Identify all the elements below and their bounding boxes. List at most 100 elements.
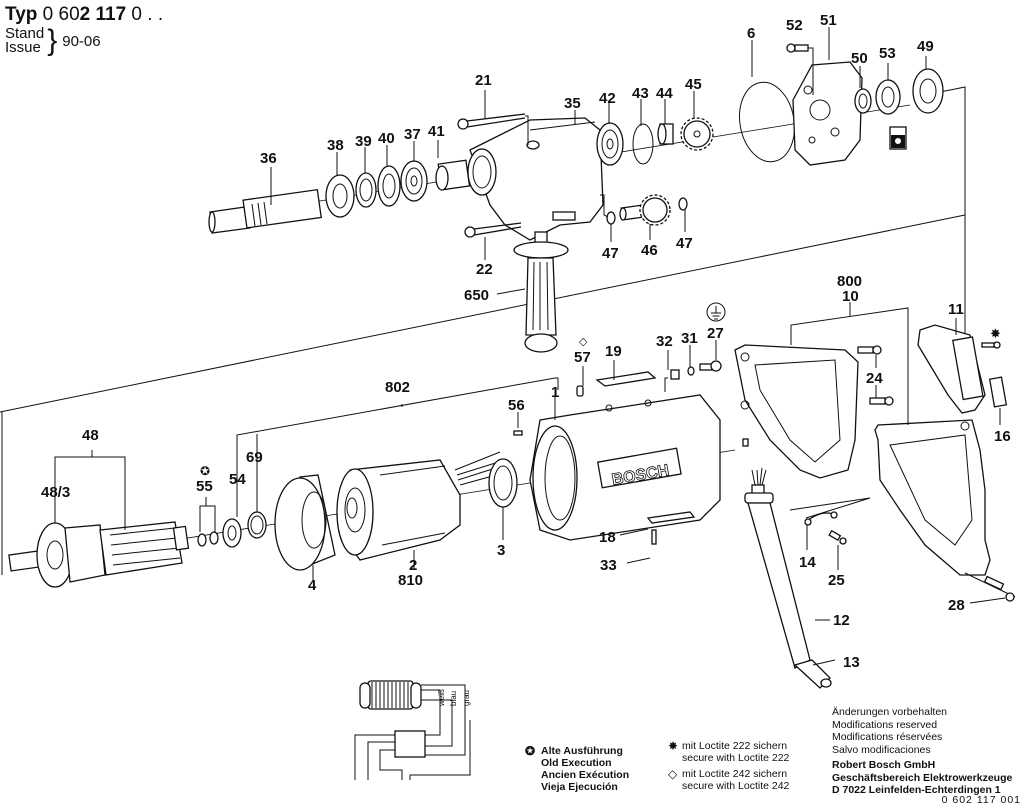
frame-line-diagonal xyxy=(0,214,966,413)
part-bearing-42 xyxy=(596,122,624,166)
part-washer-55b xyxy=(209,531,219,545)
part-bearing-54 xyxy=(222,518,242,548)
wire-label-grey: grau xyxy=(462,690,471,706)
part-screw-25 xyxy=(828,529,847,545)
part-gear-shaft-46 xyxy=(619,194,671,226)
label-19: 19 xyxy=(605,343,622,360)
switch-box-icon xyxy=(394,730,426,758)
label-802: 802 xyxy=(385,379,410,396)
label-650: 650 xyxy=(464,287,489,304)
label-46: 46 xyxy=(641,242,658,259)
label-37: 37 xyxy=(404,126,421,143)
part-field-2 xyxy=(336,451,508,561)
loctite-242-en: secure with Loctite 242 xyxy=(682,780,790,792)
label-16: 16 xyxy=(994,428,1011,445)
label-57: 57 xyxy=(574,349,591,366)
label-31: 31 xyxy=(681,330,698,347)
part-screw-22 xyxy=(464,222,522,238)
part-screw-57 xyxy=(576,385,584,397)
part-bearing-53 xyxy=(875,79,901,115)
old-execution-marker-icon: ✪ xyxy=(200,464,210,478)
leader-lines xyxy=(54,27,1006,666)
label-13: 13 xyxy=(843,654,860,671)
wiring-diagram: weiß blau grau xyxy=(354,680,471,780)
part-needle-sleeve-44 xyxy=(657,123,674,145)
label-11: 11 xyxy=(948,301,964,318)
grease-symbol xyxy=(889,126,907,150)
note-modifications-en: Modifications reserved xyxy=(832,718,938,731)
coil-icon xyxy=(359,680,422,710)
legend-loctite: ✸ mit Loctite 222 sichern secure with Lo… xyxy=(668,740,789,796)
legend-old-es: Vieja Ejecución xyxy=(541,781,618,793)
notes-block: Änderungen vorbehalten Modifications res… xyxy=(832,706,1012,797)
label-27: 27 xyxy=(707,325,724,342)
label-4: 4 xyxy=(308,577,317,594)
document-number: 0 602 117 001 xyxy=(941,794,1021,806)
part-bearing-38 xyxy=(325,174,355,218)
label-54: 54 xyxy=(229,471,246,488)
company-address: D 7022 Leinfelden-Echterdingen 1 xyxy=(832,784,1001,796)
part-washer-31 xyxy=(687,366,695,376)
part-gear-housing-35 xyxy=(467,117,604,241)
label-18: 18 xyxy=(599,529,616,546)
part-cable-clamp-14 xyxy=(804,511,838,526)
part-screw-21 xyxy=(457,113,529,145)
label-38: 38 xyxy=(327,137,344,154)
part-handle-cover xyxy=(874,419,991,576)
label-810: 810 xyxy=(398,572,423,589)
loctite-242-marker-icon: ◇ xyxy=(579,336,588,348)
loctite-222-de: mit Loctite 222 sichern xyxy=(682,740,788,752)
legend-old-fr: Ancien Exécution xyxy=(541,769,630,781)
loctite-242-de: mit Loctite 242 sichern xyxy=(682,768,788,780)
part-slider-16 xyxy=(988,376,1008,408)
part-screw-33 xyxy=(651,529,657,545)
part-screw-27 xyxy=(699,360,722,372)
label-39: 39 xyxy=(355,133,372,150)
diamond-icon: ◇ xyxy=(668,767,678,781)
label-50: 50 xyxy=(851,50,868,67)
part-screw-loctite-222 xyxy=(981,341,1001,349)
part-armature-48 xyxy=(8,521,190,588)
legend-loctite-242: ◇ mit Loctite 242 sichern secure with Lo… xyxy=(668,768,789,792)
part-seal-50 xyxy=(854,88,872,114)
legend-old-de: Alte Ausführung xyxy=(541,745,623,757)
part-cable-end-13 xyxy=(820,678,832,688)
label-48-3: 48/3 xyxy=(41,484,70,501)
label-47-left: 47 xyxy=(602,245,619,262)
type-number: Typ 0 602 117 0 . . xyxy=(5,4,163,26)
part-nameplate-19 xyxy=(595,371,657,387)
legend-loctite-222: ✸ mit Loctite 222 sichern secure with Lo… xyxy=(668,740,789,764)
part-washer-47-left xyxy=(606,211,616,225)
part-screw-52 xyxy=(786,43,814,95)
label-32: 32 xyxy=(656,333,673,350)
legend-old-execution: ✪ Alte Ausführung Old Execution Ancien E… xyxy=(525,745,629,793)
label-69: 69 xyxy=(246,449,263,466)
legend-old-en: Old Execution xyxy=(541,757,612,769)
label-48: 48 xyxy=(82,427,99,444)
type-prefix: Typ xyxy=(5,4,38,25)
old-execution-icon: ✪ xyxy=(525,744,536,758)
label-1: 1 xyxy=(551,384,559,401)
label-41: 41 xyxy=(428,123,445,140)
label-12: 12 xyxy=(833,612,850,629)
label-43: 43 xyxy=(632,85,649,102)
part-cable-tip xyxy=(742,438,749,447)
label-40: 40 xyxy=(378,130,395,147)
label-21: 21 xyxy=(475,72,492,89)
label-35: 35 xyxy=(564,95,581,112)
loctite-222-marker-icon: ✸ xyxy=(990,326,1001,341)
note-modifications-es: Salvo modificaciones xyxy=(832,743,931,756)
part-screw-24-upper xyxy=(857,345,882,355)
note-modifications-fr: Modifications réservées xyxy=(832,731,943,743)
label-42: 42 xyxy=(599,90,616,107)
part-gear-45 xyxy=(680,117,714,151)
label-24: 24 xyxy=(866,370,883,387)
part-ring-39 xyxy=(355,172,377,208)
wire-label-blue: blau xyxy=(449,691,458,706)
loctite-222-en: secure with Loctite 222 xyxy=(682,752,790,764)
label-56: 56 xyxy=(508,397,525,414)
part-handle-half-10 xyxy=(734,344,859,479)
part-ring-3 xyxy=(488,458,518,508)
issue-info: Stand Issue } 90-06 xyxy=(5,26,163,56)
part-cover-49 xyxy=(912,68,944,114)
